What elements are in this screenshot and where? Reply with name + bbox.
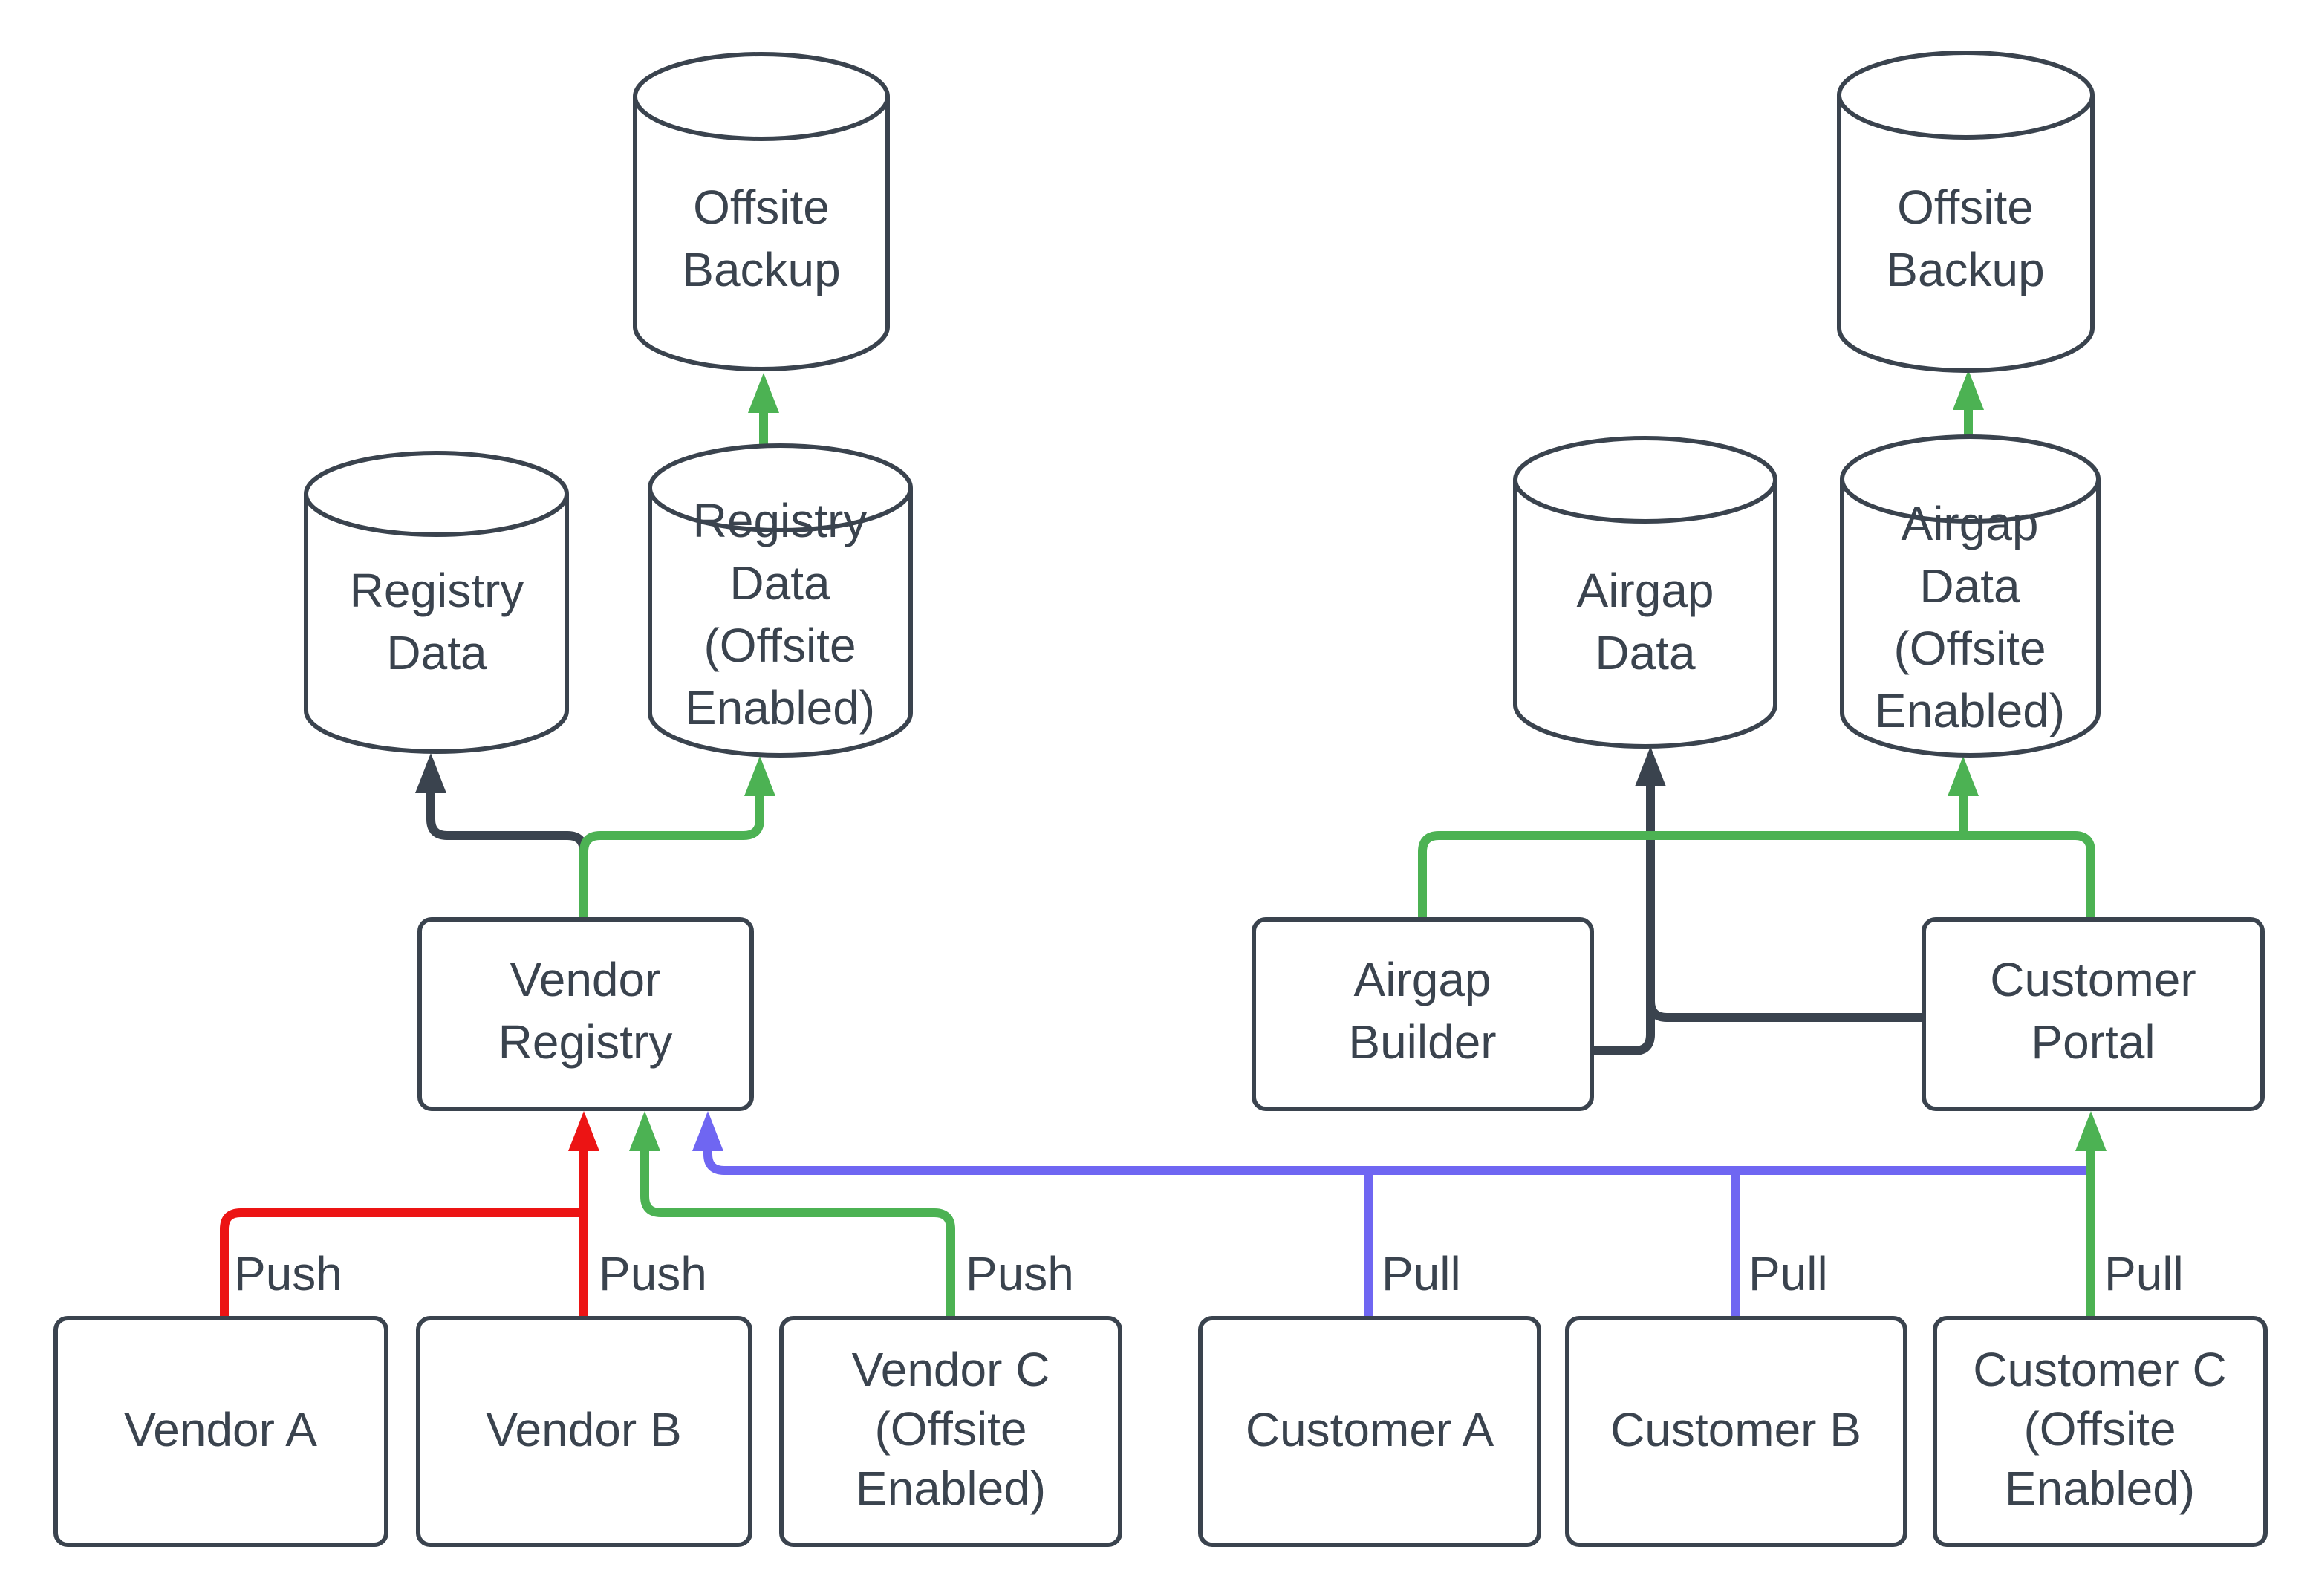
arrow-into-offsite-backup-left	[748, 373, 779, 413]
nodes: Offsite Backup Registry Data Registry Da…	[53, 51, 2268, 1547]
cylinder-top	[304, 451, 569, 537]
node-label: Enabled)	[2005, 1462, 2195, 1515]
node-label: (Offsite	[874, 1402, 1027, 1456]
node-label: Enabled)	[1875, 684, 2065, 737]
edge-push-vendor-c	[640, 1147, 955, 1320]
edge-label-push-vendor-c: Push	[966, 1247, 1074, 1300]
cylinder-body	[648, 488, 913, 758]
node-label: Builder	[1348, 1015, 1496, 1069]
box	[1252, 917, 1594, 1111]
cylinder-body	[1837, 95, 2095, 373]
edges	[220, 405, 2095, 1320]
node-registry-data: Registry Data	[304, 451, 569, 754]
node-label: Data	[729, 556, 830, 610]
cylinder-body	[633, 97, 890, 371]
cylinder-top	[633, 52, 890, 141]
edge-label-pull-customer-c: Pull	[2104, 1247, 2184, 1300]
node-label: Customer A	[1246, 1403, 1494, 1456]
edge-labels: Push Push Push Pull Pull Pull	[234, 1247, 2184, 1300]
node-label: (Offsite	[2023, 1402, 2176, 1456]
edge-registry-offsite-store	[579, 792, 764, 919]
node-label: Data	[1595, 626, 1696, 680]
edge-push-vendor-a	[220, 1208, 584, 1320]
cylinder-body	[1513, 480, 1777, 749]
node-vendor-a: Vendor A	[53, 1316, 388, 1547]
cylinder-body	[304, 494, 569, 754]
arrow-into-airgap-data-offsite	[1948, 756, 1979, 796]
node-label: Airgap	[1577, 564, 1714, 617]
node-vendor-c: Vendor C (Offsite Enabled)	[779, 1316, 1122, 1547]
node-label: Vendor C	[852, 1343, 1050, 1396]
edge-airgap-offsite-store	[1418, 831, 2095, 919]
edge-label-push-vendor-b: Push	[599, 1247, 707, 1300]
edge-pull-main	[703, 1147, 2091, 1175]
edge-label-pull-customer-a: Pull	[1382, 1247, 1461, 1300]
node-label: Enabled)	[856, 1462, 1046, 1515]
arrow-into-offsite-backup-right	[1953, 370, 1984, 410]
node-customer-c: Customer C (Offsite Enabled)	[1933, 1316, 2268, 1547]
box	[1198, 1316, 1541, 1547]
node-label: Vendor B	[486, 1403, 681, 1456]
node-label: Customer C	[1973, 1343, 2226, 1396]
node-label: Registry	[498, 1015, 673, 1069]
edge-label-pull-customer-b: Pull	[1748, 1247, 1828, 1300]
cylinder-top	[1513, 436, 1777, 524]
box	[417, 917, 754, 1111]
node-registry-data-offsite: Registry Data (Offsite Enabled)	[648, 443, 913, 758]
box	[1922, 917, 2265, 1111]
box	[779, 1316, 1122, 1547]
cylinder-top	[648, 443, 913, 532]
node-airgap-data-offsite: Airgap Data (Offsite Enabled)	[1840, 434, 2101, 758]
box	[416, 1316, 752, 1547]
arrow-into-vendor-registry-red	[568, 1111, 599, 1151]
node-label: (Offsite	[703, 619, 856, 672]
node-label: Customer	[1990, 953, 2196, 1006]
box	[1933, 1316, 2268, 1547]
arrow-into-vendor-registry-blue	[692, 1111, 723, 1151]
node-offsite-backup-left: Offsite Backup	[633, 52, 890, 371]
node-label: Backup	[682, 243, 840, 296]
arrow-into-registry-data	[415, 753, 446, 793]
node-customer-b: Customer B	[1565, 1316, 1907, 1547]
arrow-into-customer-portal	[2075, 1111, 2107, 1151]
node-label: Registry	[350, 564, 524, 617]
node-airgap-data: Airgap Data	[1513, 436, 1777, 749]
node-customer-portal: Customer Portal	[1922, 917, 2265, 1111]
node-label: Offsite	[1897, 180, 2034, 234]
node-label: Offsite	[693, 180, 830, 234]
cylinder-top	[1837, 51, 2095, 140]
cylinder-body	[1840, 479, 2101, 758]
node-label: Registry	[693, 494, 868, 547]
node-label: Data	[1919, 559, 2020, 613]
node-label: Vendor	[510, 953, 661, 1006]
node-label: Airgap	[1902, 497, 2039, 550]
box	[53, 1316, 388, 1547]
arrow-into-vendor-registry-green	[629, 1111, 660, 1151]
node-label: Airgap	[1354, 953, 1491, 1006]
node-label: (Offsite	[1893, 622, 2046, 675]
edge-airgap-builder-to-data	[1592, 782, 1655, 1055]
node-customer-a: Customer A	[1198, 1316, 1541, 1547]
node-label: Vendor A	[124, 1403, 317, 1456]
arrow-into-airgap-data	[1635, 746, 1666, 786]
edge-label-push-vendor-a: Push	[234, 1247, 342, 1300]
node-offsite-backup-right: Offsite Backup	[1837, 51, 2095, 373]
arrowheads	[415, 370, 2107, 1151]
node-label: Customer B	[1610, 1403, 1861, 1456]
node-vendor-registry: Vendor Registry	[417, 917, 754, 1111]
cylinder-top	[1840, 434, 2101, 524]
arrow-into-registry-data-offsite	[744, 756, 775, 796]
node-airgap-builder: Airgap Builder	[1252, 917, 1594, 1111]
node-label: Portal	[2031, 1015, 2155, 1069]
edge-registry-store	[426, 789, 588, 919]
box	[1565, 1316, 1907, 1547]
node-vendor-b: Vendor B	[416, 1316, 752, 1547]
node-label: Data	[386, 626, 487, 680]
edge-customer-portal-to-airgap-data	[1646, 965, 1924, 1022]
node-label: Enabled)	[685, 681, 875, 735]
node-label: Backup	[1886, 243, 2044, 296]
